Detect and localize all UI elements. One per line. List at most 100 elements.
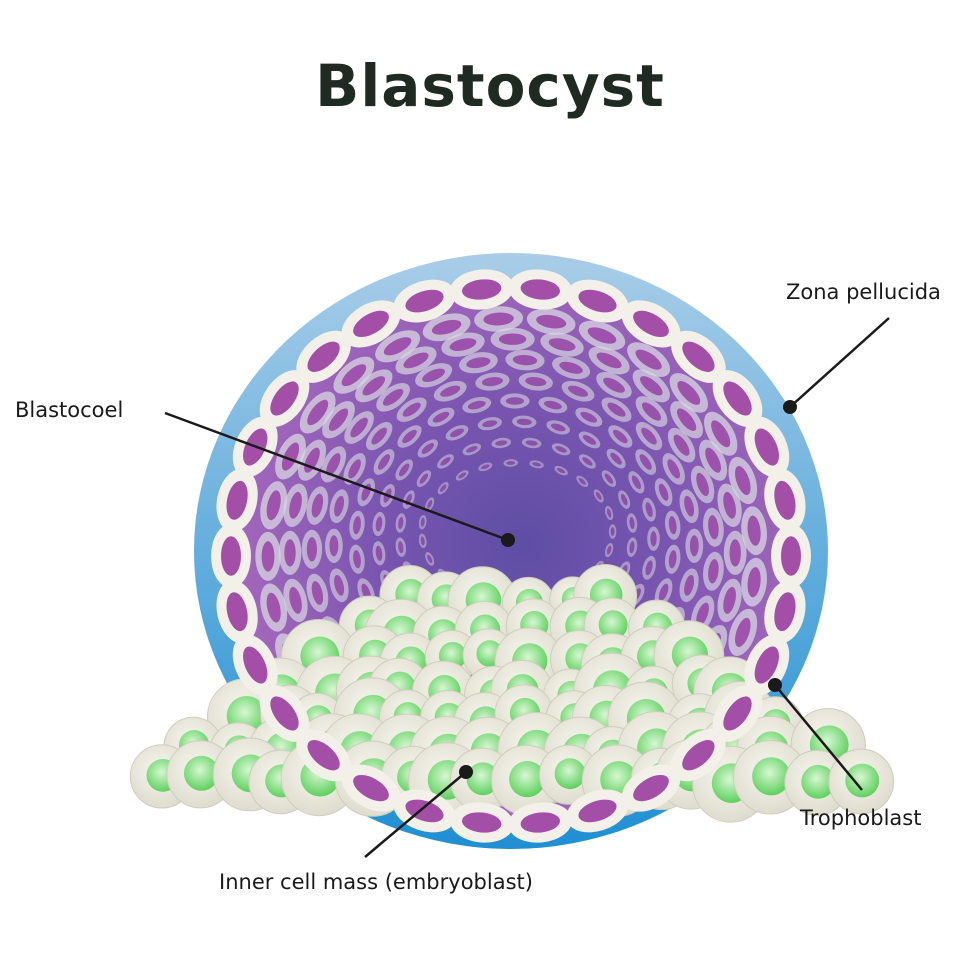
tunnel-cell — [546, 420, 570, 435]
tunnel-cell — [647, 526, 660, 551]
tunnel-cell — [260, 481, 288, 530]
tunnel-cell — [477, 417, 502, 431]
tunnel-cell — [669, 373, 708, 413]
tunnel-cell — [662, 453, 685, 485]
tunnel-cell — [503, 459, 518, 467]
label-trophoblast: Trophoblast — [800, 806, 922, 830]
tunnel-cell — [608, 524, 617, 539]
tunnel-cell — [717, 483, 742, 527]
tunnel-cell — [635, 396, 668, 427]
tunnel-cell — [578, 320, 626, 351]
tunnel-cell — [349, 510, 365, 540]
tunnel-cell — [596, 372, 632, 399]
tunnel-cell — [372, 511, 386, 537]
trophoblast-cell — [508, 269, 573, 310]
tunnel-cell — [324, 528, 343, 563]
trophoblast-cell — [211, 524, 251, 588]
tunnel-cell — [474, 306, 524, 332]
tunnel-cell — [723, 530, 747, 576]
tunnel-cell — [690, 465, 715, 504]
tunnel-cell — [395, 537, 407, 557]
zona-pellucida-leader — [789, 317, 890, 408]
tunnel-cell — [355, 369, 393, 403]
tunnel-cell — [654, 478, 673, 507]
page-title: Blastocyst — [315, 52, 665, 120]
tunnel-cell — [685, 528, 704, 563]
trophoblast-cell — [671, 330, 726, 383]
trophoblast-cell — [393, 279, 456, 323]
trophoblast-cell — [712, 370, 763, 427]
zona-pellucida-dot — [783, 400, 797, 414]
tunnel-cell — [333, 356, 375, 394]
tunnel-cell — [561, 380, 595, 402]
tunnel-cell — [529, 460, 544, 469]
tunnel-cell — [728, 608, 758, 656]
tunnel-cell — [717, 578, 742, 623]
tunnel-cell — [306, 486, 329, 525]
tunnel-cell — [425, 497, 435, 512]
tunnel-cell — [741, 506, 767, 556]
tunnel-cell — [373, 449, 395, 475]
tunnel-cell — [445, 425, 469, 441]
label-inner-cell-mass: Inner cell mass (embryoblast) — [219, 870, 533, 894]
tunnel-cell — [588, 346, 630, 375]
tunnel-cell — [395, 459, 413, 481]
icm-cell — [828, 748, 895, 815]
tunnel-cell — [576, 475, 589, 488]
inner-cell-mass-leader — [364, 771, 467, 858]
trophoblast-cell — [296, 330, 351, 383]
tunnel-cell — [578, 431, 601, 449]
tunnel-cell — [601, 470, 617, 487]
trophoblast-cell — [712, 685, 763, 742]
tunnel-cell — [635, 421, 663, 451]
tunnel-cell — [664, 544, 681, 574]
tunnel-cell — [329, 568, 349, 603]
tunnel-cell — [372, 541, 386, 566]
tunnel-cell — [512, 415, 537, 429]
tunnel-cell — [604, 505, 614, 521]
tunnel-cell — [579, 454, 596, 469]
tunnel-cell — [299, 391, 336, 434]
tunnel-cell — [376, 383, 410, 412]
tunnel-cell — [667, 427, 696, 463]
trophoblast-cell — [449, 802, 514, 843]
tunnel-cell — [500, 393, 530, 409]
tunnel-cell — [601, 397, 632, 422]
blastocoel-dot — [501, 533, 515, 547]
trophoblast-cell — [764, 468, 806, 532]
tunnel-cell — [427, 407, 455, 427]
trophoblast-cell — [216, 468, 258, 532]
tunnel-cell — [283, 578, 308, 623]
trophoblast-dot — [768, 678, 782, 692]
trophoblast-cell — [341, 300, 401, 348]
tunnel-cell — [618, 490, 631, 509]
trophoblast-cell — [232, 634, 278, 696]
tunnel-cell — [260, 583, 288, 632]
trophoblast-cell — [566, 279, 629, 323]
tunnel-cell — [626, 513, 638, 533]
tunnel-cell — [418, 514, 427, 530]
tunnel-cell — [703, 507, 724, 547]
tunnel-cell — [490, 327, 535, 351]
tunnel-cell — [679, 489, 699, 524]
trophoblast-cell — [671, 729, 726, 782]
tunnel-cell — [505, 349, 545, 371]
tunnel-cell — [441, 332, 485, 357]
trophoblast-cell — [296, 729, 351, 782]
tunnel-cell — [416, 470, 432, 487]
tunnel-cell — [437, 482, 449, 495]
tunnel-cell — [679, 568, 699, 603]
tunnel-cell — [626, 537, 638, 557]
tunnel-cell — [526, 308, 576, 335]
tunnel-cell — [475, 372, 510, 391]
trophoblast-cell — [621, 764, 681, 812]
tunnel-cell — [642, 555, 656, 580]
tunnel-cell — [704, 411, 738, 456]
trophoblast-cell — [449, 269, 514, 310]
tunnel-cell — [255, 531, 281, 581]
tunnel-cell — [518, 372, 553, 391]
blastocoel-leader — [164, 411, 509, 542]
tunnel-cell — [491, 437, 511, 449]
tunnel-cell — [703, 551, 724, 591]
